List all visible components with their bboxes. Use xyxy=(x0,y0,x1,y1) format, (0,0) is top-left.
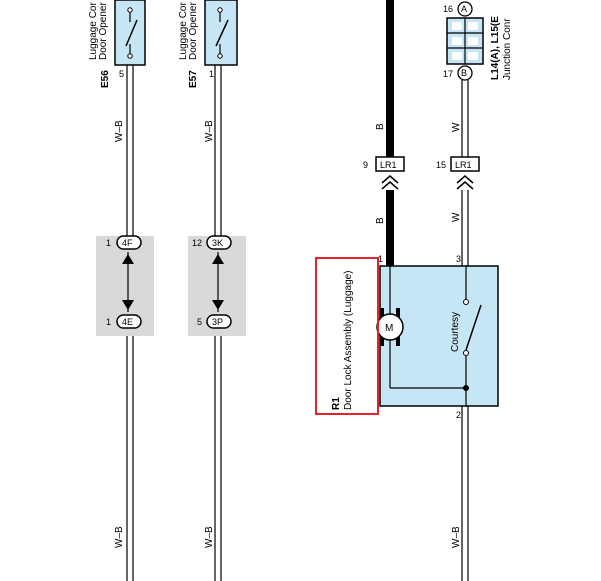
lr1-right-wire-below: W xyxy=(451,212,462,222)
e57-code: E57 xyxy=(188,70,199,88)
connector-3k[interactable]: 3K xyxy=(206,235,232,250)
connector-4e[interactable]: 4E xyxy=(116,314,142,329)
e57-relay[interactable] xyxy=(204,0,238,66)
courtesy-switch-icon xyxy=(463,266,482,406)
r1-bottom-wire xyxy=(461,406,469,581)
connector-4e-tag: 4E xyxy=(122,317,133,327)
junction-pin-top: 16 xyxy=(443,4,453,14)
courtesy-label: Courtesy xyxy=(450,312,461,352)
connector-lr1-left[interactable]: LR1 xyxy=(375,156,405,190)
e56-name-line2: Door Opener xyxy=(98,2,109,60)
bottom-wire-middle: W–B xyxy=(204,526,215,548)
lr1-left-wire-below: B xyxy=(375,217,386,224)
motor-label: M xyxy=(385,323,393,334)
r1-pin-right: 3 xyxy=(456,254,461,264)
r1-pin-left: 1 xyxy=(378,254,383,264)
junction-pin-bottom: 17 xyxy=(443,69,453,79)
connector-4e-pin: 1 xyxy=(106,317,111,327)
connector-lr1-left-tag: LR1 xyxy=(380,160,397,170)
connector-3p-pin: 5 xyxy=(197,317,202,327)
highlight-box xyxy=(315,257,379,415)
motor-icon: M xyxy=(376,308,404,346)
e57-wire-color: W–B xyxy=(204,120,215,142)
e56-code: E56 xyxy=(100,70,111,88)
junction-code: L14(A), L15(E xyxy=(490,16,501,80)
e57-name-line1: Luggage Cor xyxy=(178,2,189,60)
connector-3k-pin: 12 xyxy=(192,238,202,248)
connector-lr1-right[interactable]: LR1 xyxy=(450,156,480,190)
r1-name: Door Lock Assembly (Luggage) xyxy=(343,270,354,410)
e56-pin: 5 xyxy=(119,69,124,79)
e56-wire-color: W–B xyxy=(114,120,125,142)
connector-4f[interactable]: 4F xyxy=(116,235,142,250)
connector-lr1-left-pin: 9 xyxy=(363,160,368,170)
e56-wire xyxy=(126,65,134,581)
junction-connector[interactable]: A B xyxy=(446,1,484,81)
lr1-right-wire-above: W xyxy=(451,122,462,132)
connector-lr1-right-pin: 15 xyxy=(436,160,446,170)
junction-wire xyxy=(461,80,469,266)
bottom-wire-left: W–B xyxy=(114,526,125,548)
connector-4f-tag: 4F xyxy=(122,238,133,248)
connector-3k-tag: 3K xyxy=(212,238,223,248)
splice-3k-3p-arrows xyxy=(212,252,224,312)
connector-lr1-right-tag: LR1 xyxy=(455,160,472,170)
junction-pin-bottom-tag: B xyxy=(461,68,467,78)
e57-wire xyxy=(214,65,222,581)
junction-pin-top-tag: A xyxy=(461,4,467,14)
e57-pin: 1 xyxy=(209,69,214,79)
junction-name: Junction Conr xyxy=(502,18,513,80)
connector-3p[interactable]: 3P xyxy=(206,314,232,329)
lr1-left-wire-above: B xyxy=(375,123,386,130)
e56-relay[interactable] xyxy=(114,0,146,66)
r1-pin-bottom: 2 xyxy=(456,410,461,420)
e57-name-line2: Door Opener xyxy=(188,2,199,60)
thick-b-wire-bottom xyxy=(386,190,394,266)
r1-door-lock-assembly[interactable]: M Courtesy xyxy=(376,265,499,407)
splice-4f-4e-arrows xyxy=(122,252,134,312)
thick-b-wire-top xyxy=(386,0,394,157)
e56-name-line1: Luggage Cor xyxy=(88,2,99,60)
bottom-wire-right: W–B xyxy=(451,526,462,548)
connector-3p-tag: 3P xyxy=(212,317,223,327)
r1-code: R1 xyxy=(331,397,342,410)
connector-4f-pin: 1 xyxy=(106,238,111,248)
